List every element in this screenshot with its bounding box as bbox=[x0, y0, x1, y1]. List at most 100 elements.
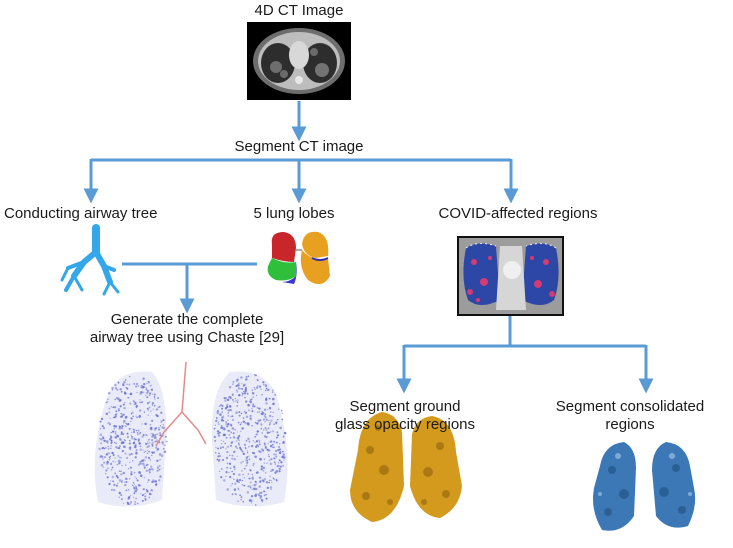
airway-point bbox=[237, 421, 240, 424]
airway-point bbox=[130, 494, 132, 497]
airway-point bbox=[157, 397, 159, 399]
airway-point bbox=[265, 481, 269, 484]
airway-point bbox=[135, 415, 137, 418]
airway-point bbox=[241, 387, 244, 390]
airway-point bbox=[144, 495, 147, 498]
airway-point bbox=[99, 428, 102, 430]
airway-point bbox=[242, 460, 244, 463]
airway-point bbox=[256, 411, 259, 414]
airway-point bbox=[278, 442, 281, 445]
airway-point bbox=[226, 405, 228, 407]
airway-point bbox=[146, 452, 149, 455]
airway-point bbox=[274, 393, 277, 397]
airway-point bbox=[118, 479, 122, 482]
airway-point bbox=[153, 404, 156, 407]
airway-point bbox=[132, 428, 135, 431]
airway-point bbox=[147, 409, 149, 411]
airway-point bbox=[276, 465, 279, 468]
airway-point bbox=[146, 442, 149, 445]
airway-point bbox=[241, 427, 244, 430]
airway-point bbox=[243, 467, 246, 470]
airway-point bbox=[137, 385, 140, 387]
airway-point bbox=[126, 432, 129, 435]
airway-point bbox=[115, 484, 118, 487]
airway-point bbox=[240, 412, 243, 415]
airway-point bbox=[135, 497, 137, 500]
airway-point bbox=[106, 400, 109, 403]
airway-point bbox=[141, 423, 143, 425]
airway-point bbox=[133, 487, 136, 490]
airway-point bbox=[133, 403, 135, 406]
airway-point bbox=[154, 426, 157, 430]
airway-point bbox=[242, 417, 245, 420]
airway-point bbox=[120, 470, 122, 472]
airway-point bbox=[135, 385, 138, 388]
airway-point bbox=[120, 456, 122, 459]
airway-point bbox=[114, 383, 117, 387]
airway-point bbox=[137, 433, 139, 436]
airway-point bbox=[151, 451, 153, 454]
airway-point bbox=[98, 447, 101, 451]
airway-point bbox=[220, 476, 223, 479]
airway-point bbox=[234, 397, 237, 400]
airway-point bbox=[105, 453, 108, 456]
airway-point bbox=[267, 427, 270, 430]
airway-point bbox=[125, 477, 128, 481]
airway-point bbox=[114, 457, 116, 459]
airway-point bbox=[123, 380, 126, 384]
airway-point bbox=[231, 394, 234, 397]
airway-point bbox=[102, 446, 105, 449]
airway-point bbox=[224, 407, 228, 410]
airway-point bbox=[274, 455, 278, 458]
airway-point bbox=[236, 389, 238, 391]
airway-point bbox=[229, 436, 232, 439]
airway-point bbox=[252, 396, 255, 398]
airway-point bbox=[220, 404, 223, 407]
airway-point bbox=[265, 472, 267, 474]
airway-point bbox=[220, 424, 223, 427]
airway-point bbox=[160, 468, 162, 470]
airway-point bbox=[119, 388, 122, 391]
airway-point bbox=[145, 394, 147, 396]
airway-point bbox=[268, 454, 270, 456]
airway-point bbox=[238, 393, 241, 397]
airway-point bbox=[133, 442, 135, 444]
airway-point bbox=[260, 422, 262, 424]
airway-point bbox=[264, 427, 267, 430]
airway-point bbox=[144, 422, 147, 426]
airway-point bbox=[143, 451, 145, 453]
airway-point bbox=[264, 384, 268, 387]
airway-point bbox=[273, 423, 276, 426]
airway-point bbox=[255, 481, 258, 483]
airway-point bbox=[260, 388, 262, 391]
airway-point bbox=[161, 426, 164, 429]
airway-point bbox=[109, 417, 111, 419]
airway-point bbox=[152, 408, 154, 410]
airway-point bbox=[254, 435, 257, 438]
airway-point bbox=[262, 470, 265, 472]
airway-point bbox=[130, 420, 132, 423]
airway-point bbox=[251, 476, 254, 479]
airway-point bbox=[235, 400, 237, 402]
airway-point bbox=[108, 423, 112, 426]
airway-point bbox=[126, 383, 128, 386]
airway-point bbox=[229, 454, 231, 457]
airway-point bbox=[262, 381, 265, 384]
airway-point bbox=[127, 423, 130, 426]
lung-lobes-image bbox=[267, 231, 330, 285]
airway-point bbox=[222, 415, 225, 417]
airway-point bbox=[134, 500, 137, 503]
airway-point bbox=[165, 440, 168, 443]
airway-point bbox=[127, 436, 129, 439]
airway-point bbox=[132, 460, 134, 462]
airway-point bbox=[252, 440, 254, 442]
airway-point bbox=[223, 427, 226, 431]
airway-point bbox=[258, 494, 261, 497]
airway-point bbox=[109, 438, 112, 441]
airway-point bbox=[117, 460, 120, 462]
airway-point bbox=[231, 398, 234, 401]
airway-point bbox=[232, 432, 235, 435]
airway-point bbox=[126, 387, 129, 390]
airway-point bbox=[162, 419, 165, 422]
airway-point bbox=[233, 488, 237, 491]
